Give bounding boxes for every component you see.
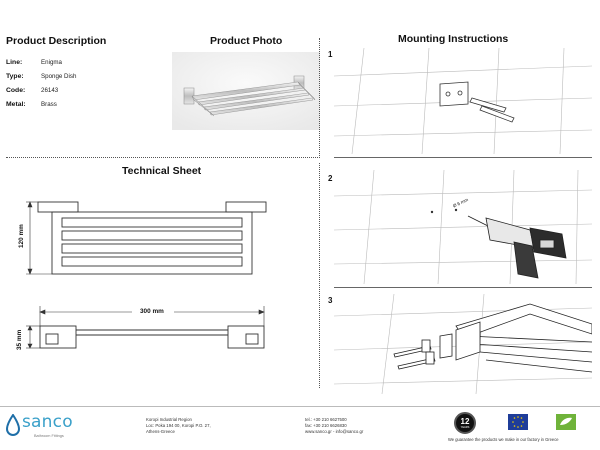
guarantee-text: We guarantee the products we make in our… [448, 437, 559, 442]
product-row-metal: Metal: Brass [6, 99, 126, 113]
website-email-text: www.sanco.gr - info@sanco.gr [305, 429, 364, 435]
step-1-illustration [334, 48, 592, 154]
type-label: Type: [6, 73, 24, 80]
line-value: Enigma [41, 59, 62, 66]
sanco-brand-logo: sanco [22, 412, 73, 432]
step-1-divider [334, 157, 592, 158]
product-row-type: Type: Sponge Dish [6, 71, 126, 85]
address-line: Loc: Poka 194 00, Koropi P.O. 27, [146, 423, 211, 429]
green-certification-icon [556, 414, 576, 430]
warranty-text: YEARS [460, 426, 470, 429]
product-photo-image [172, 52, 320, 130]
technical-drawing [26, 201, 267, 349]
step-2-number: 2 [328, 174, 333, 183]
fax-text: fax: +30 210 6626830 [305, 423, 347, 429]
technical-sheet-heading: Technical Sheet [122, 165, 202, 177]
mounting-instructions-heading: Mounting Instructions [398, 33, 509, 45]
product-row-code: Code: 26143 [6, 85, 126, 99]
footer-divider [0, 406, 600, 407]
phone-text: tel.: +30 210 6627500 [305, 417, 347, 422]
step-2-divider [334, 287, 592, 288]
footer-address: Koropi Industrial Region Loc: Poka 194 0… [146, 417, 211, 436]
product-description-table: Line: Enigma Type: Sponge Dish Code: 261… [6, 57, 126, 113]
step-3-number: 3 [328, 296, 333, 305]
warranty-seal-badge: 12 YEARS [454, 412, 476, 434]
step-3-illustration [334, 294, 592, 394]
brand-tagline: Bathroom Fittings [34, 434, 64, 438]
metal-label: Metal: [6, 101, 26, 108]
sanco-drop-icon [6, 414, 20, 436]
separator-vertical-top [319, 38, 320, 158]
height-dimension-label: 120 mm [18, 224, 25, 248]
footer-contact: tel.: +30 210 6627500 fax: +30 210 66268… [305, 417, 363, 436]
code-value: 26143 [41, 87, 59, 94]
step-1-number: 1 [328, 50, 333, 59]
separator-horizontal-left [6, 157, 318, 158]
metal-value: Brass [41, 101, 57, 108]
warranty-years: 12 [460, 417, 470, 426]
depth-dimension-label: 35 mm [16, 329, 23, 350]
address-line: Koropi Industrial Region [146, 417, 192, 422]
code-label: Code: [6, 87, 26, 94]
product-photo-heading: Product Photo [210, 35, 283, 47]
width-dimension-label: 300 mm [140, 308, 164, 315]
separator-vertical-bottom [319, 163, 320, 388]
address-line: Athens-Greece [146, 429, 175, 435]
step-2-illustration [334, 170, 592, 284]
product-description-heading: Product Description [6, 35, 107, 47]
type-value: Sponge Dish [41, 73, 77, 80]
line-label: Line: [6, 59, 23, 66]
eu-flag-icon [508, 414, 528, 430]
product-row-line: Line: Enigma [6, 57, 126, 71]
